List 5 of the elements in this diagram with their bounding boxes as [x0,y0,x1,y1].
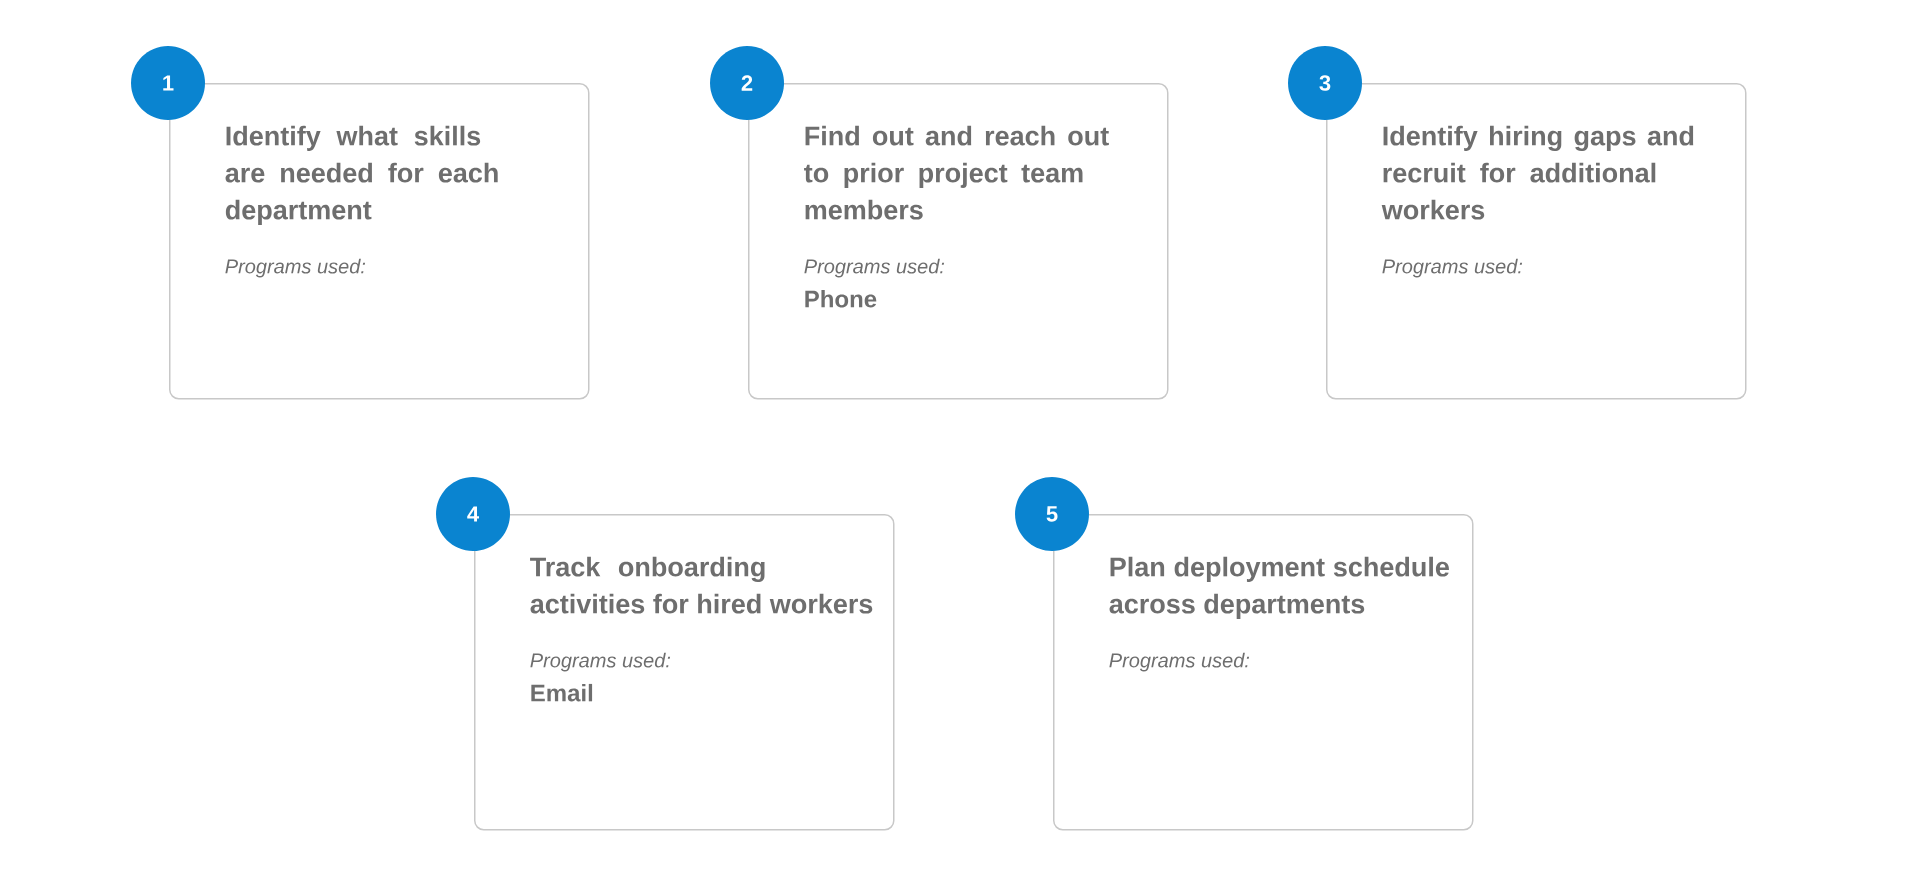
step-number-badge: 2 [710,46,784,120]
step-number-badge: 1 [131,46,205,120]
step-number-badge: 4 [436,477,510,551]
step-number-badge: 5 [1015,477,1089,551]
step-number-badge: 3 [1288,46,1362,120]
